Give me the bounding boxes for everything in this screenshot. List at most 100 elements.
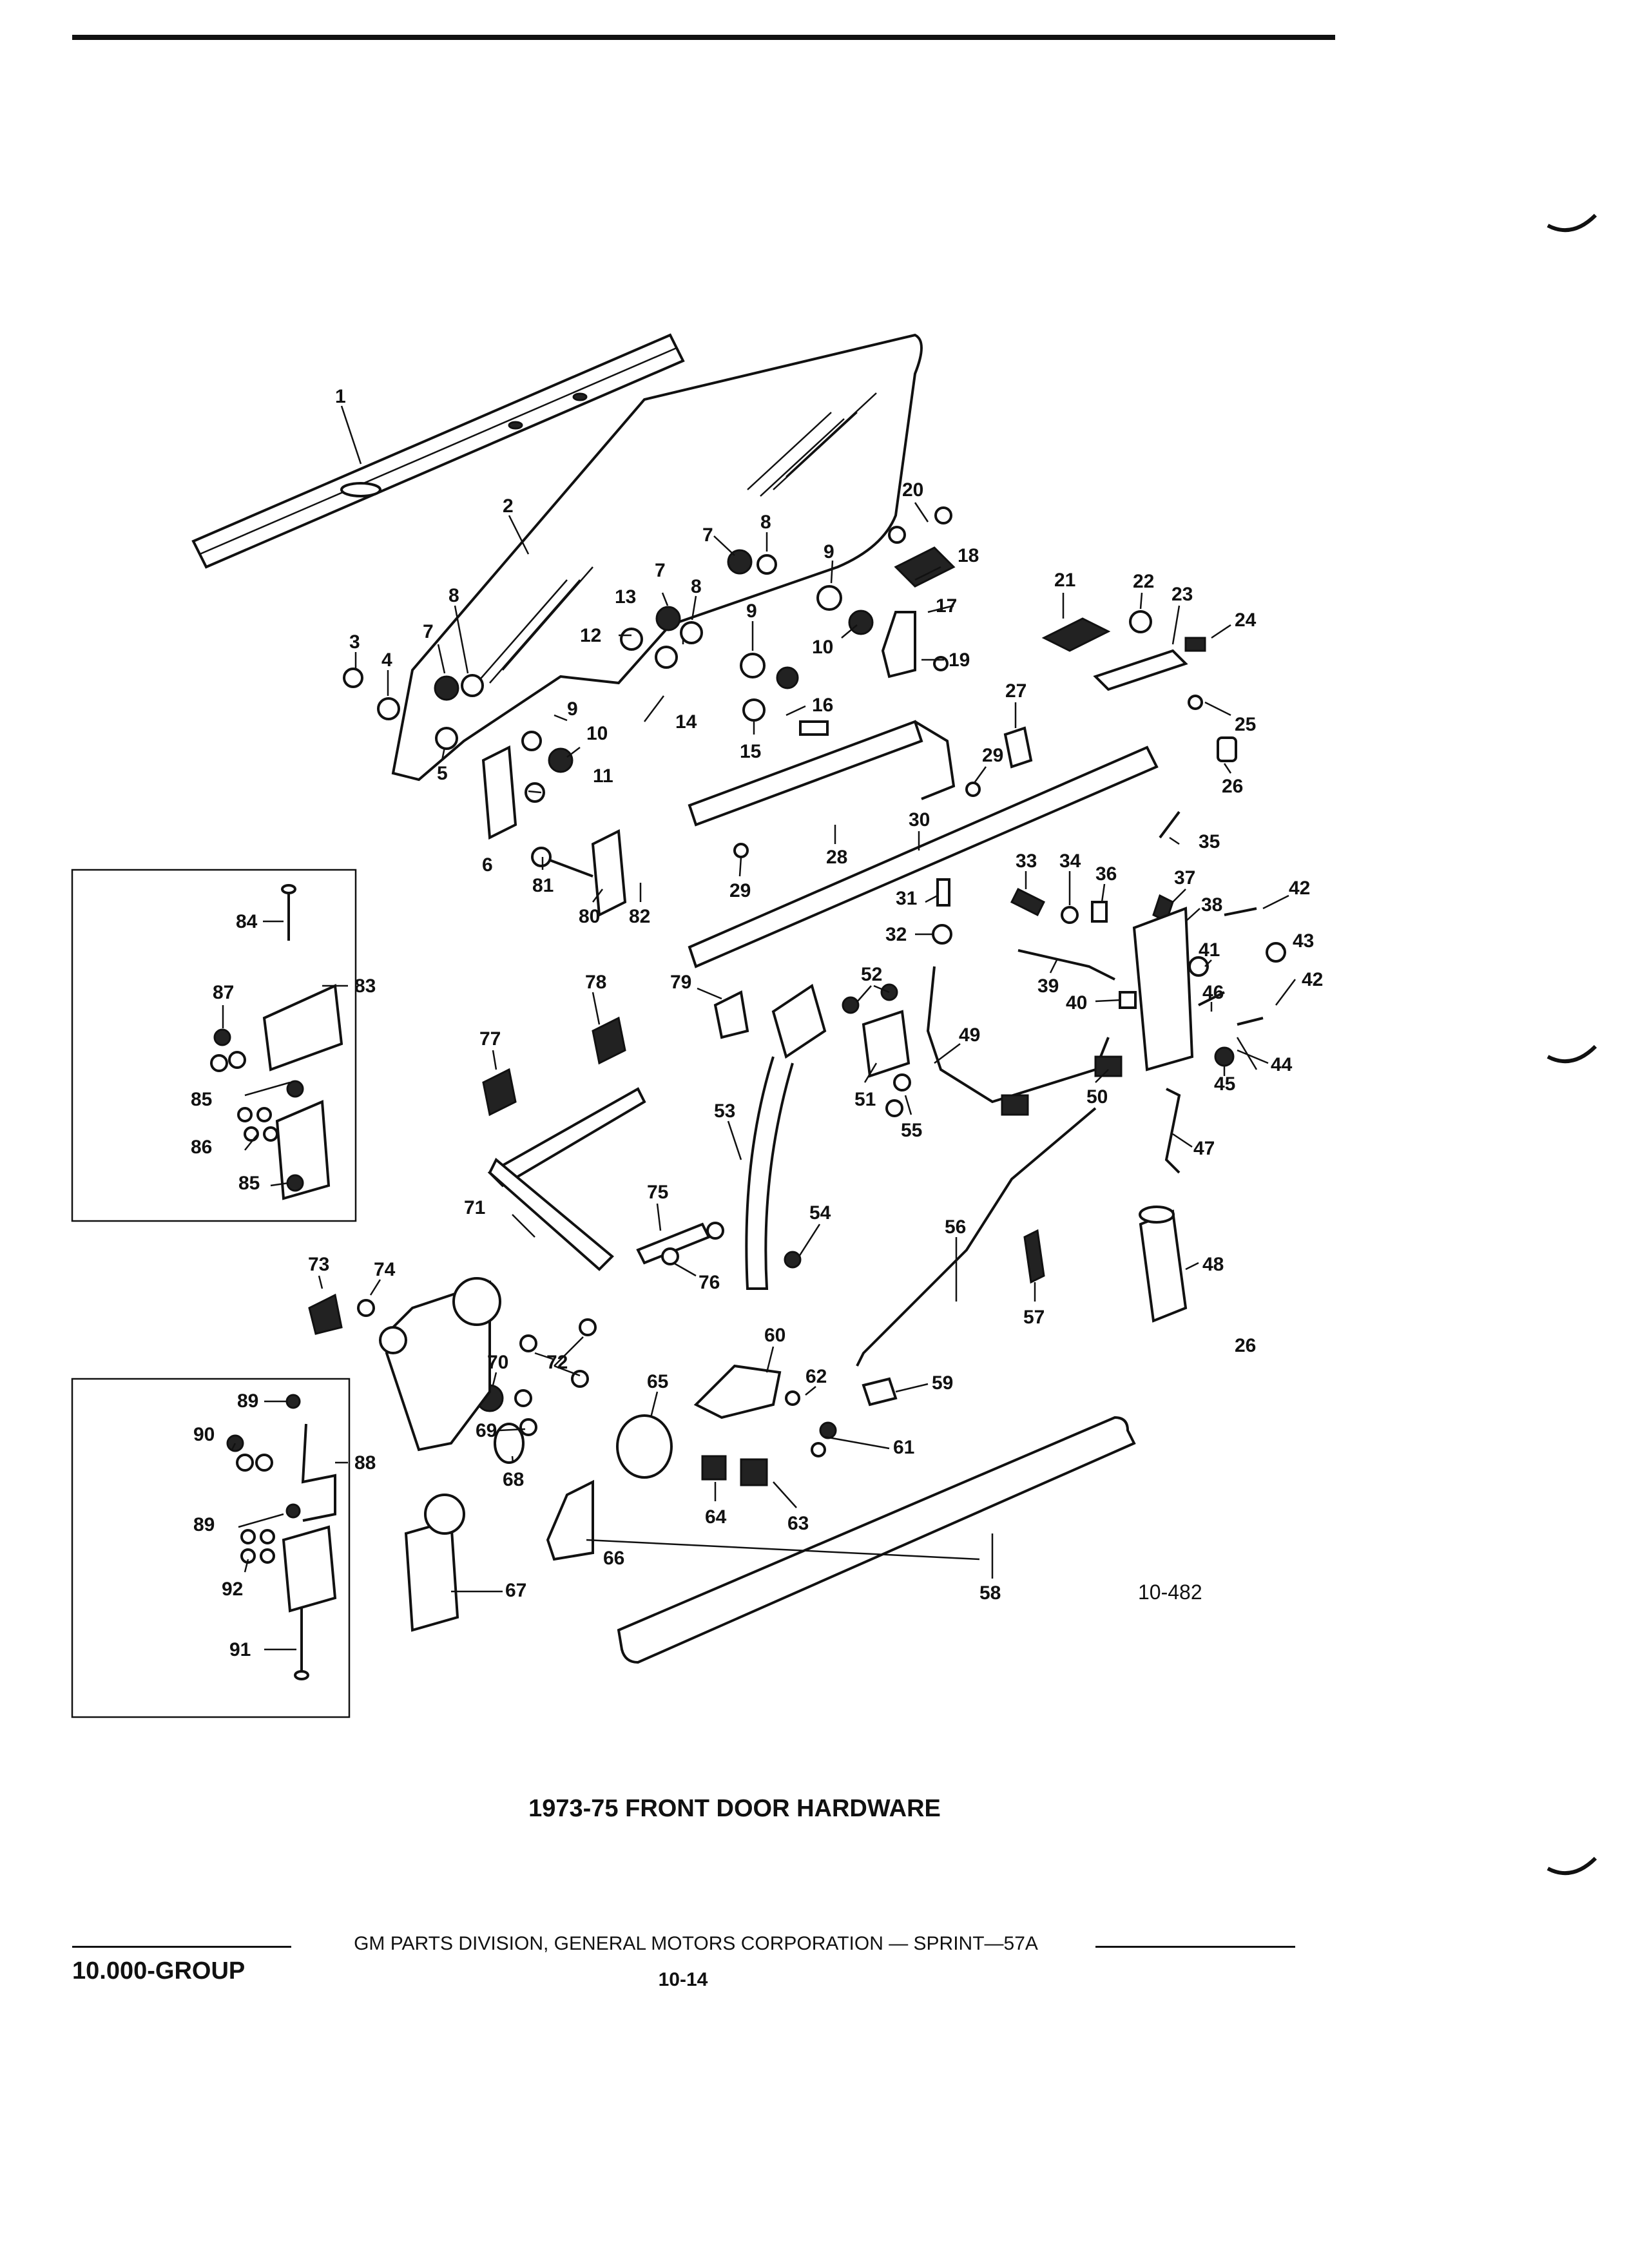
callout-c24: 24 <box>1235 610 1257 631</box>
motor-67-part <box>404 1519 459 1632</box>
callout-c63: 63 <box>787 1513 809 1534</box>
footer-rule-right <box>1095 1946 1295 1948</box>
callout-c57: 57 <box>1023 1307 1045 1328</box>
callout-c69: 69 <box>476 1420 497 1441</box>
clip-77-part <box>482 1068 517 1117</box>
door-glass-part <box>391 333 923 782</box>
binder-mark-top <box>1547 213 1597 233</box>
callout-c78: 78 <box>585 972 606 993</box>
bracket-51-part <box>862 1010 911 1078</box>
rod-47-part <box>1164 1088 1181 1174</box>
group-label: 10.000-GROUP <box>72 1957 246 1984</box>
bracket-73-part <box>308 1293 343 1335</box>
bumper-26-part <box>1217 736 1237 762</box>
link-75-part <box>636 1222 711 1265</box>
callout-c79: 79 <box>670 972 691 993</box>
figure-caption: 1973-75 FRONT DOOR HARDWARE <box>528 1795 941 1822</box>
sash-bracket-part <box>481 745 517 840</box>
rod-49-part <box>926 966 1110 1104</box>
callout-c41: 41 <box>1199 939 1220 961</box>
callout-c34: 34 <box>1059 850 1081 872</box>
lower-hinge-part <box>301 1423 336 1522</box>
callout-c73: 73 <box>308 1254 329 1275</box>
callout-c17: 17 <box>936 595 957 617</box>
callout-c19: 19 <box>949 649 970 671</box>
clip-57-part <box>1023 1229 1045 1284</box>
callout-c58: 58 <box>979 1582 1001 1604</box>
callout-c56: 56 <box>945 1216 966 1238</box>
page-number: 10-14 <box>658 1969 708 1990</box>
callout-c72: 72 <box>546 1352 568 1373</box>
callout-c13: 13 <box>615 586 636 608</box>
callout-c1: 1 <box>335 386 346 407</box>
callout-c6: 6 <box>482 854 493 876</box>
glass-roller-parts <box>343 549 874 773</box>
callout-c65: 65 <box>647 1371 668 1392</box>
callout-c18: 18 <box>958 545 979 566</box>
clip-78-part <box>592 1016 626 1065</box>
callout-c39: 39 <box>1037 975 1059 997</box>
callout-c40: 40 <box>1066 992 1087 1014</box>
callout-c22: 22 <box>1133 571 1154 592</box>
callout-c92: 92 <box>222 1579 243 1600</box>
callout-c26b: 26 <box>1235 1335 1256 1356</box>
callout-c49: 49 <box>959 1024 980 1046</box>
callout-c3: 3 <box>349 631 360 653</box>
callout-c4: 4 <box>381 649 392 671</box>
callout-c32: 32 <box>885 924 907 945</box>
lock-21-part <box>1041 617 1111 652</box>
figure-code: 10-482 <box>1138 1581 1202 1604</box>
callout-c29a: 29 <box>982 745 1003 766</box>
clip-59-part <box>862 1377 898 1407</box>
callout-c9c: 9 <box>824 541 834 562</box>
callout-c9a: 9 <box>567 698 578 720</box>
window-regulator-71-part <box>379 1087 646 1452</box>
callout-c70: 70 <box>487 1352 508 1373</box>
callout-c42a: 42 <box>1289 878 1310 899</box>
callout-c68: 68 <box>503 1469 524 1490</box>
callout-c38: 38 <box>1201 894 1222 916</box>
callout-c11: 11 <box>593 765 613 787</box>
callout-c91: 91 <box>229 1639 251 1660</box>
callout-c53: 53 <box>714 1100 735 1122</box>
callout-c16: 16 <box>812 695 833 716</box>
callout-c77: 77 <box>479 1028 501 1050</box>
callout-c82: 82 <box>629 906 650 927</box>
weatherstrip-30-part <box>688 745 1159 968</box>
callout-c12: 12 <box>580 625 601 646</box>
callout-c8b: 8 <box>691 576 702 597</box>
callout-c86: 86 <box>191 1137 212 1158</box>
callout-c44: 44 <box>1271 1054 1293 1075</box>
callout-c84: 84 <box>236 911 258 932</box>
callout-c7c: 7 <box>702 524 713 546</box>
callout-c47: 47 <box>1193 1138 1215 1159</box>
callout-c48: 48 <box>1202 1254 1224 1275</box>
callout-c10b: 10 <box>812 637 833 658</box>
callout-c33: 33 <box>1016 850 1037 872</box>
callout-c29b: 29 <box>729 880 751 901</box>
callout-c74: 74 <box>374 1259 396 1280</box>
callout-c54: 54 <box>809 1202 831 1224</box>
callout-c60: 60 <box>764 1325 786 1346</box>
window-channel-part <box>191 333 685 569</box>
callout-c75: 75 <box>647 1182 668 1203</box>
callout-c62: 62 <box>805 1366 827 1387</box>
callout-c15: 15 <box>740 741 761 762</box>
rod-56-part <box>856 1107 1097 1367</box>
callout-c2: 2 <box>503 495 514 517</box>
spring-22-part <box>1129 610 1152 633</box>
callout-c55: 55 <box>901 1120 922 1141</box>
callout-c76: 76 <box>699 1272 720 1293</box>
latch-assembly-parts <box>1010 811 1286 1072</box>
knob-65-part <box>616 1414 673 1479</box>
callout-c88: 88 <box>354 1452 376 1474</box>
callout-c80: 80 <box>579 906 600 927</box>
callout-c8a: 8 <box>448 585 459 606</box>
clip-63-part <box>701 1455 727 1481</box>
clip-64-part <box>740 1458 768 1486</box>
molding-58-part <box>617 1416 1136 1664</box>
sash-53-part <box>771 983 827 1059</box>
callout-c81: 81 <box>532 875 554 896</box>
callout-c25: 25 <box>1235 714 1256 735</box>
